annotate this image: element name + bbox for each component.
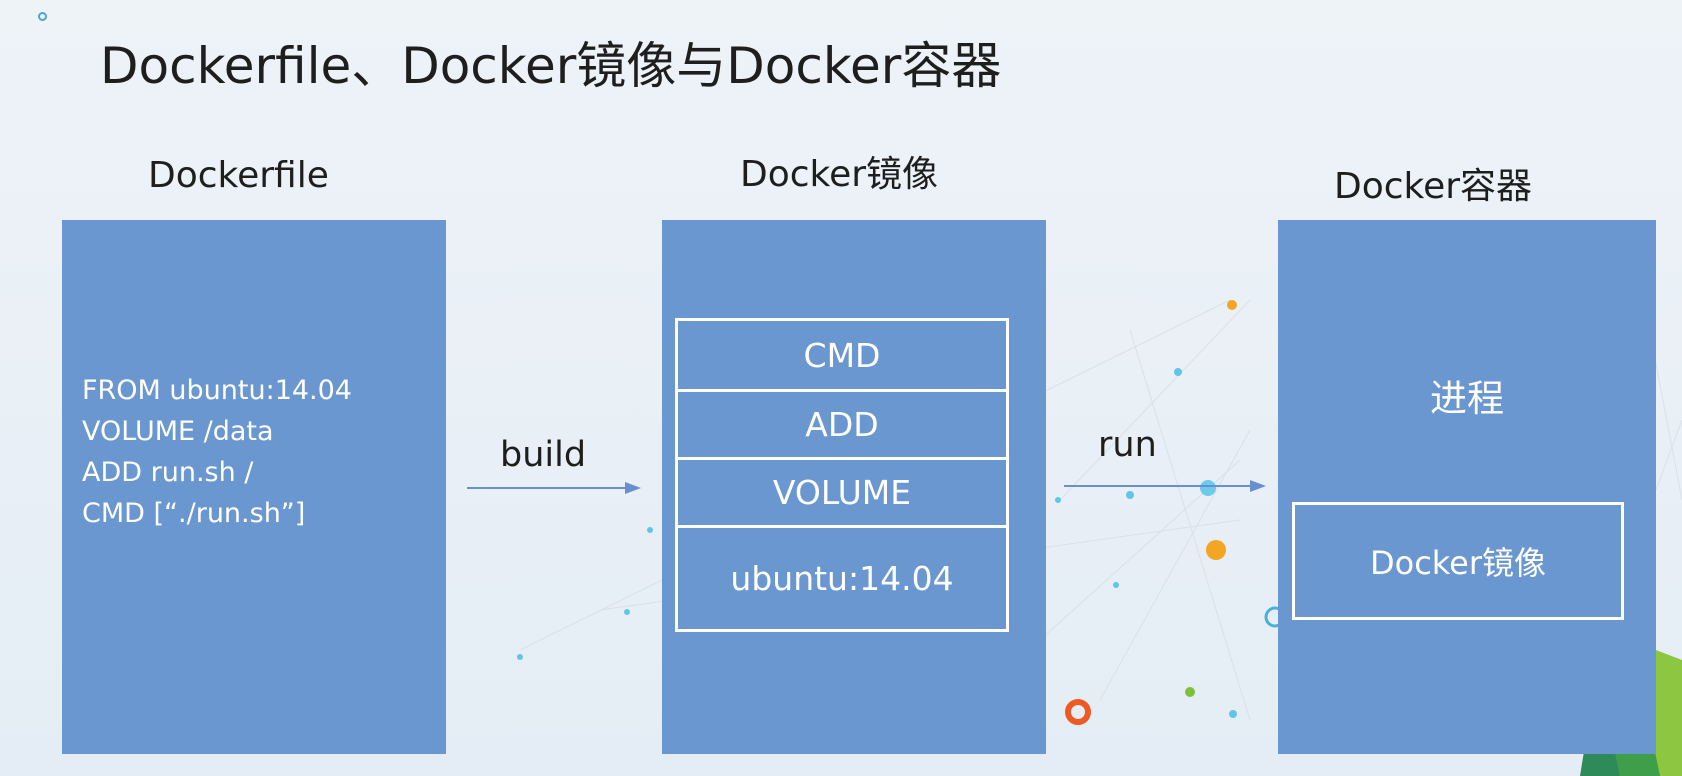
docker-container-panel: 进程 Docker镜像 xyxy=(1278,220,1656,754)
image-layer-add: ADD xyxy=(678,389,1006,457)
docker-image-panel: CMD ADD VOLUME ubuntu:14.04 xyxy=(662,220,1046,754)
run-label: run xyxy=(1098,425,1157,465)
process-label: 进程 xyxy=(1430,377,1504,420)
dockerfile-line: VOLUME /data xyxy=(82,416,274,447)
dockerfile-line: ADD run.sh / xyxy=(82,457,254,488)
dockerfile-instructions: FROM ubuntu:14.04 VOLUME /data ADD run.s… xyxy=(82,370,352,534)
container-image-box: Docker镜像 xyxy=(1292,502,1624,620)
docker-container-heading: Docker容器 xyxy=(1334,166,1533,207)
dockerfile-line: CMD [“./run.sh”] xyxy=(82,498,306,529)
dockerfile-line: FROM ubuntu:14.04 xyxy=(82,375,352,406)
build-arrow xyxy=(467,482,641,494)
dockerfile-panel: FROM ubuntu:14.04 VOLUME /data ADD run.s… xyxy=(62,220,446,754)
image-layer-stack: CMD ADD VOLUME ubuntu:14.04 xyxy=(675,318,1009,632)
image-layer-base: ubuntu:14.04 xyxy=(678,525,1006,629)
docker-image-heading: Docker镜像 xyxy=(740,154,939,195)
dockerfile-heading: Dockerfile xyxy=(148,155,329,196)
build-label: build xyxy=(500,435,587,475)
image-layer-cmd: CMD xyxy=(803,335,881,375)
image-layer-volume: VOLUME xyxy=(678,457,1006,525)
slide-title: Dockerfile、Docker镜像与Docker容器 xyxy=(100,37,1002,95)
bullet-dot-icon xyxy=(38,12,47,21)
run-arrow xyxy=(1064,480,1266,492)
